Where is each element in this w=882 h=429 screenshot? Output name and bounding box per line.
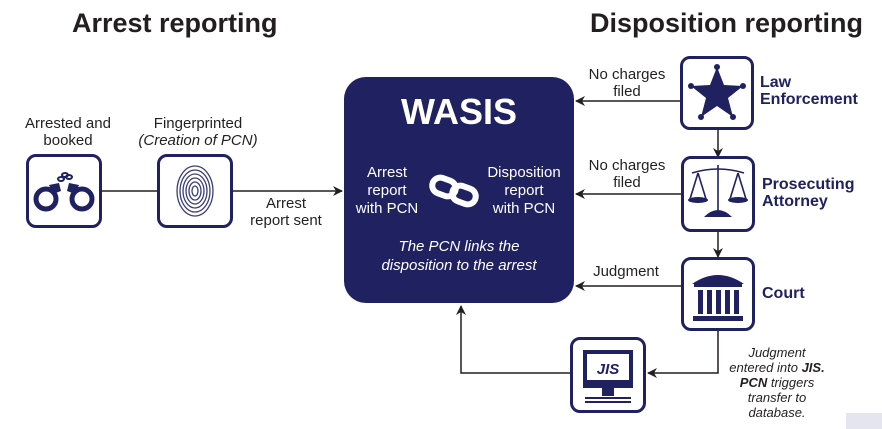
wasis-box: WASIS Arrest report with PCN Disposition… [344,77,574,303]
arrest-reporting-heading: Arrest reporting [72,8,278,38]
wasis-right-line2: report [504,182,544,199]
arrow-court-to-jis [647,330,719,378]
court-box [681,257,755,331]
arrow-jis-to-wasis [456,305,570,374]
le-no-charges-line2: filed [613,83,641,100]
pa-no-charges-line2: filed [613,174,641,191]
court-label: Court [762,285,805,302]
fingerprinted-box [157,154,233,228]
jis-note-line3b: triggers [767,375,815,390]
arrested-booked-box [26,154,102,228]
creation-of-pcn-text: (Creation of PCN) [138,132,258,149]
wasis-right-line1: Disposition [487,164,561,181]
pcn-links-note: The PCN links the disposition to the arr… [344,237,574,275]
prosecuting-attorney-label: Prosecuting Attorney [762,176,854,210]
fingerprinted-line1: Fingerprinted [153,115,243,132]
wasis-right-line3: with PCN [492,200,556,217]
jis-note-line2b: JIS. [801,360,825,375]
pa-no-charges-label: No charges filed [582,157,672,191]
arrest-report-sent-line2: report sent [250,212,322,229]
prosecuting-attorney-box [681,156,755,232]
computer-monitor-icon: JIS [583,350,633,403]
wasis-left-line2: report [367,182,407,199]
wasis-title: WASIS [400,91,517,132]
jis-note-line3: PCN triggers [722,375,832,390]
disposition-report-with-pcn: Disposition report with PCN [476,164,572,218]
wasis-left-line1: Arrest [366,164,407,181]
disposition-reporting-heading: Disposition reporting [590,8,863,38]
pa-no-charges-line1: No charges [588,157,666,174]
courthouse-icon [692,275,744,321]
pcn-note-line2: disposition to the arrest [381,257,537,274]
jis-note-line5: database. [748,405,806,420]
chain-link-icon [429,174,479,208]
jis-box: JIS [570,337,646,413]
arrest-report-with-pcn: Arrest report with PCN [348,164,426,218]
jis-note-line2: entered into JIS. [722,360,832,375]
jis-screen-text: JIS [597,361,620,378]
jis-note-line2a: entered into [729,360,802,375]
law-enforcement-line1: Law [760,74,792,91]
arrested-booked-line2: booked [43,132,93,149]
arrest-report-sent-line1: Arrest [265,195,306,212]
prosecuting-attorney-line2: Attorney [762,193,828,210]
fingerprinted-label: Fingerprinted (Creation of PCN) [128,115,268,149]
prosecuting-attorney-line1: Prosecuting [762,176,855,193]
arrest-report-sent-label: Arrest report sent [236,195,336,229]
le-no-charges-line1: No charges [588,66,666,83]
court-judgment-label: Judgment [593,263,659,280]
pcn-note-line1: The PCN links the [398,238,520,255]
scales-of-justice-icon [688,165,748,217]
arrested-booked-label: Arrested and booked [8,115,128,149]
jis-note-line3a: PCN [739,375,768,390]
law-enforcement-label: Law Enforcement [760,74,858,108]
sheriff-star-icon [688,64,746,120]
arrested-booked-line1: Arrested and [25,115,111,132]
law-enforcement-line2: Enforcement [760,91,858,108]
corner-grey-box [846,413,882,429]
jis-note-line1: Judgment [748,345,806,360]
le-no-charges-label: No charges filed [582,66,672,100]
law-enforcement-box [680,56,754,130]
handcuffs-icon [33,172,95,212]
jis-note: Judgment entered into JIS. PCN triggers … [722,345,832,420]
wasis-left-line3: with PCN [355,200,419,217]
jis-note-line4: transfer to [747,390,807,405]
fingerprint-icon [176,165,214,217]
